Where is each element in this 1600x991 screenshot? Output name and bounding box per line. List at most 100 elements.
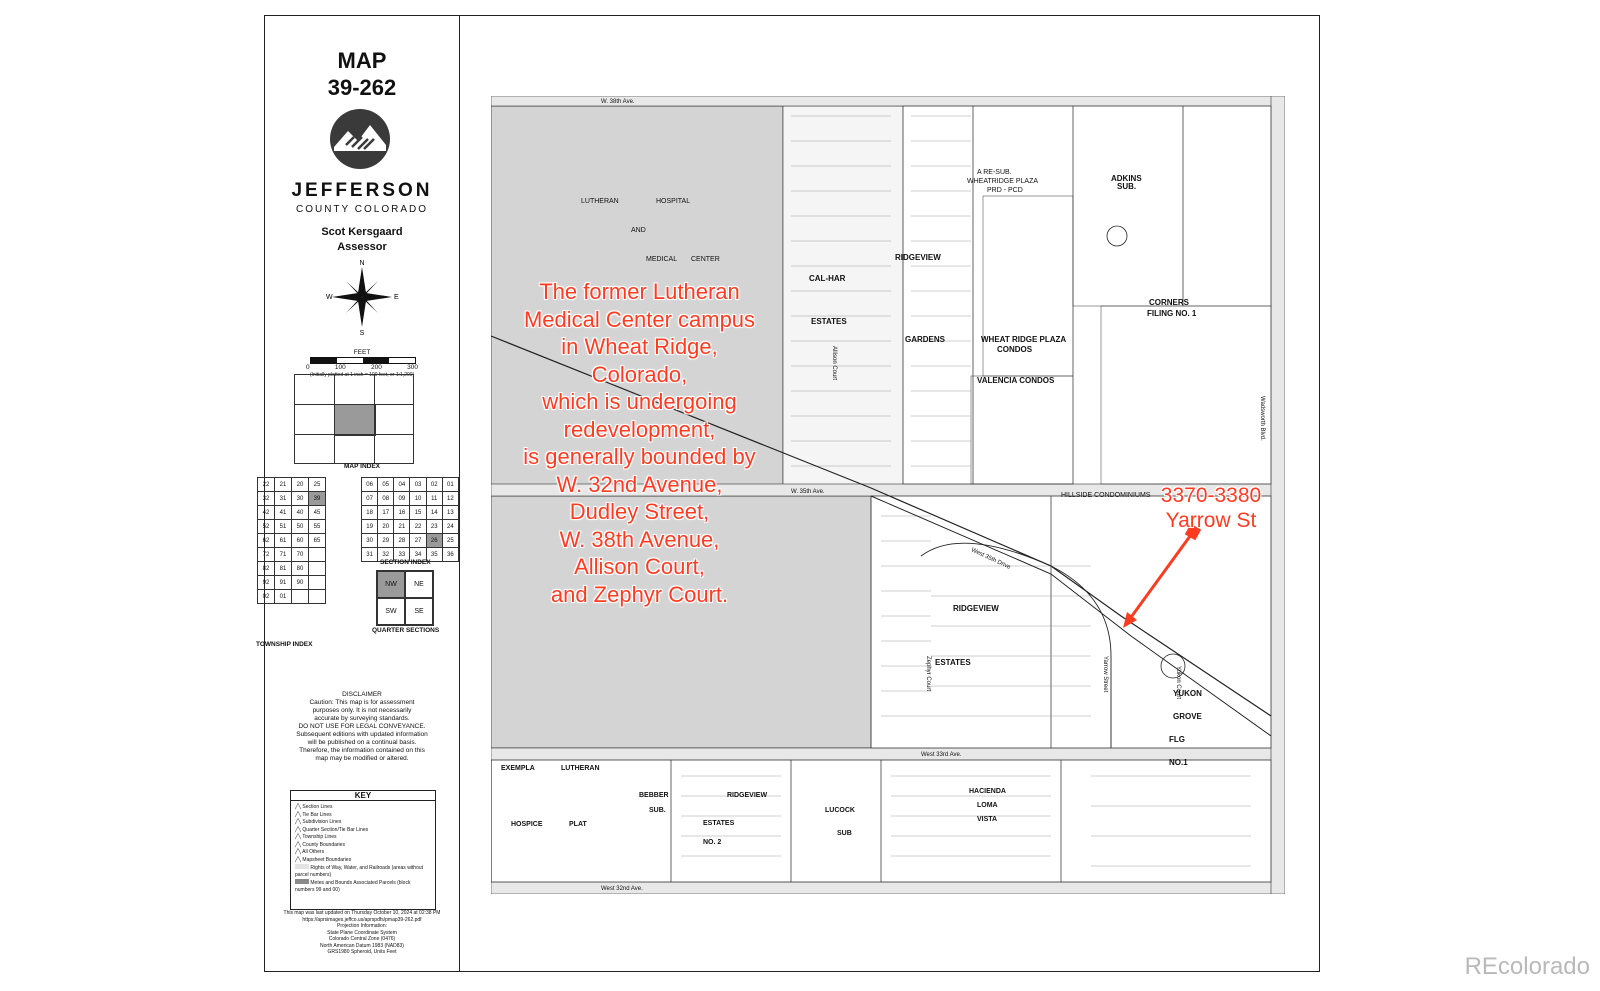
grid-cell: 72	[257, 547, 275, 562]
annotation-text: The former Lutheran Medical Center campu…	[523, 279, 756, 607]
grid-cell: 03	[409, 477, 427, 492]
label-lucock: LUCOCK	[825, 807, 855, 814]
grid-cell: 30	[291, 491, 309, 506]
grid-cell: 60	[291, 533, 309, 548]
street-w38-label: W. 38th Ave.	[601, 99, 635, 105]
label-ridgeview: RIDGEVIEW	[895, 253, 941, 262]
label-no-2: NO. 2	[703, 839, 721, 846]
street-zephyr-label: Zephyr Court	[925, 656, 931, 691]
township-index-label: TOWNSHIP INDEX	[256, 641, 313, 648]
grid-cell: 70	[291, 547, 309, 562]
grid-cell: 80	[291, 561, 309, 576]
grid-cell: 21	[274, 477, 292, 492]
grid-cell: 39	[308, 491, 326, 506]
label-hospice: HOSPICE	[511, 821, 543, 828]
grid-cell: 17	[377, 505, 395, 520]
grid-cell: 65	[308, 533, 326, 548]
compass-s: S	[360, 330, 365, 335]
street-allison-label: Allison Court	[831, 346, 837, 380]
address-annotation: 3370-3380 Yarrow St	[1160, 484, 1262, 532]
grid-cell: 32	[257, 491, 275, 506]
label-estates-2: ESTATES	[703, 820, 735, 827]
grid-cell: 92	[257, 575, 275, 590]
assessor-name: Scot Kersgaard	[321, 226, 403, 238]
label-corners: CORNERS	[1149, 298, 1190, 307]
label-ridgeview-2: RIDGEVIEW	[727, 792, 767, 799]
label-medical: MEDICAL	[646, 256, 677, 263]
label-hacienda: HACIENDA	[969, 788, 1006, 795]
grid-cell: 10	[409, 491, 427, 506]
grid-cell: 90	[291, 575, 309, 590]
key-items: ╱╲ Section Lines ╱╲ Tie Bar Lines ╱╲ Sub…	[295, 804, 424, 893]
grid-cell: 62	[257, 533, 275, 548]
grid-cell: 40	[291, 505, 309, 520]
street-yukon-label: Yukon Court	[1175, 666, 1181, 699]
label-wheatridge: WHEATRIDGE PLAZA	[967, 178, 1038, 185]
label-hillside: HILLSIDE CONDOMINIUMS	[1061, 492, 1151, 499]
grid-cell: 42	[257, 505, 275, 520]
compass-e: E	[394, 294, 399, 301]
footer-info: This map was last updated on Thursday Oc…	[283, 910, 441, 955]
grid-cell: 24	[441, 519, 460, 534]
grid-cell: 02	[257, 589, 275, 604]
county-logo-icon	[330, 109, 390, 169]
grid-cell: 07	[360, 491, 379, 506]
label-vista: VISTA	[977, 816, 997, 823]
label-wheatridge-plaza: WHEAT RIDGE PLAZA	[981, 335, 1066, 344]
label-valencia: VALENCIA CONDOS	[977, 376, 1055, 385]
label-calhar-estates: ESTATES	[811, 317, 847, 326]
label-bebber: BEBBER	[639, 792, 669, 799]
grid-cell: 26	[425, 533, 443, 548]
scale-unit: FEET	[353, 349, 371, 356]
grid-cell: 29	[377, 533, 395, 548]
grid-cell: 23	[425, 519, 443, 534]
compass-n: N	[359, 260, 364, 267]
quarter-sections-label: QUARTER SECTIONS	[372, 627, 440, 634]
map-number: 39-262	[327, 75, 397, 100]
label-yukon: YUKON	[1173, 689, 1202, 698]
grid-cell: 36	[441, 547, 460, 562]
grid-cell: 91	[274, 575, 292, 590]
section-index-label: SECTION INDEX	[380, 559, 431, 566]
grid-cell: 61	[274, 533, 292, 548]
grid-cell: 22	[409, 519, 427, 534]
label-gardens: GARDENS	[905, 335, 946, 344]
grid-cell: 21	[393, 519, 411, 534]
grid-cell	[308, 561, 326, 576]
grid-cell: 16	[393, 505, 411, 520]
grid-cell: 31	[360, 547, 379, 562]
label-bebber-sub: SUB.	[649, 807, 666, 814]
label-lutheran-plat: LUTHERAN	[561, 765, 600, 772]
grid-cell: 25	[308, 477, 326, 492]
label-prd: PRD - PCD	[987, 187, 1023, 194]
scale-note: (Initially plotted at 1 inch = 100 feet,…	[309, 372, 415, 378]
label-loma: LOMA	[977, 802, 998, 809]
grid-cell	[308, 575, 326, 590]
grid-cell: 14	[425, 505, 443, 520]
label-hospital: HOSPITAL	[656, 198, 690, 205]
label-ridgeview-estates: RIDGEVIEW	[953, 604, 999, 613]
county-subtitle: COUNTY COLORADO	[295, 204, 429, 215]
map-key: KEY ╱╲ Section Lines ╱╲ Tie Bar Lines ╱╲…	[290, 790, 436, 910]
grid-cell: 02	[425, 477, 443, 492]
grid-cell: 30	[360, 533, 379, 548]
label-no1: NO.1	[1169, 758, 1188, 767]
label-resub: A RE-SUB.	[977, 169, 1012, 176]
recolorado-watermark: REcolorado	[1464, 953, 1590, 980]
grid-cell: 28	[393, 533, 411, 548]
map-index-grid	[294, 374, 414, 464]
label-estates: ESTATES	[935, 658, 971, 667]
grid-cell: 50	[291, 519, 309, 534]
grid-cell: 82	[257, 561, 275, 576]
compass-rose-icon: N S W E	[326, 260, 399, 335]
label-exempla: EXEMPLA	[501, 765, 535, 772]
grid-cell: 19	[360, 519, 379, 534]
grid-cell: 08	[377, 491, 395, 506]
street-w35-label: W. 35th Ave.	[791, 489, 825, 495]
grid-cell: 20	[291, 477, 309, 492]
grid-cell: 13	[441, 505, 460, 520]
grid-cell: 55	[308, 519, 326, 534]
grid-cell: 81	[274, 561, 292, 576]
